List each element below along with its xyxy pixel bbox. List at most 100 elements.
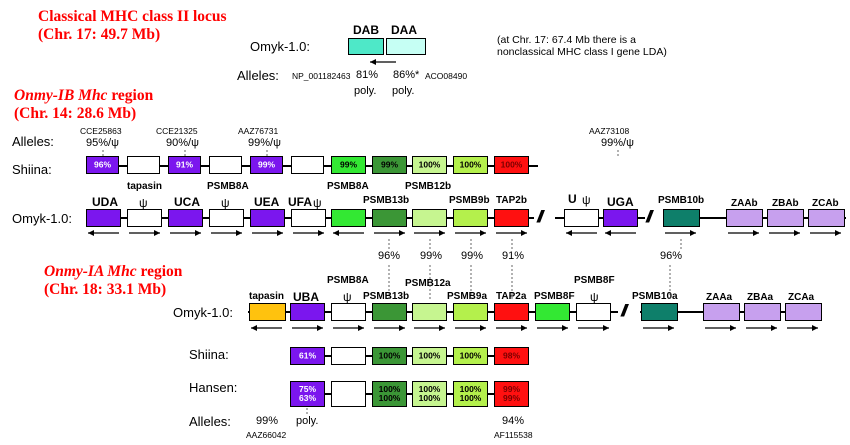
direction-arrow-22 <box>414 325 445 331</box>
ib-allele-val-uca: 90%/ψ <box>166 137 199 149</box>
ib-omyk-uea <box>250 209 285 227</box>
ib-gene-psmb8a-2: PSMB8A <box>327 181 369 192</box>
direction-arrow-7 <box>333 230 364 236</box>
classical-note-line2: nonclassical MHC class I gene LDA) <box>497 46 667 58</box>
ia-allele-tapasin-pct: 99% <box>256 415 279 427</box>
ib-omyk-psmb8a-pseudo <box>209 209 244 227</box>
ib-gene-tapasin: tapasin <box>127 181 163 192</box>
ib-title-italic: Onmy-IB Mhc <box>14 87 108 104</box>
ib-shiina-psmb12b: 100% <box>412 156 447 174</box>
ia-hansen-tap2a: 99%99% <box>494 381 529 407</box>
ia-omyk-uba <box>290 303 325 321</box>
ia-gene-psmb9a: PSMB9a <box>447 291 488 302</box>
ia-allele-tap2a-pct: 94% <box>502 415 525 427</box>
ib-gene-uea: UEA <box>254 195 280 209</box>
direction-arrow-9 <box>414 230 445 236</box>
ib-omyk-tapasin <box>127 209 162 227</box>
ia-omyk-psmb8a-pseudo <box>331 303 366 321</box>
ia-omyk-psmb8f-pseudo <box>576 303 611 321</box>
ib-gene-u: U <box>568 192 577 206</box>
ib-gene-ufa: UFA <box>288 195 312 209</box>
ia-allele-tapasin-acc: AAZ66042 <box>246 430 287 440</box>
ib-gene-ufa-psi: ψ <box>313 196 322 210</box>
ia-hansen-uba: 75%63% <box>290 381 325 407</box>
direction-arrow-0 <box>370 59 396 65</box>
direction-arrow-29 <box>746 325 777 331</box>
ib-gene-zbab: ZBAb <box>772 198 799 209</box>
identity-psmb12: 99% <box>420 250 443 262</box>
direction-arrow-3 <box>170 230 201 236</box>
direction-arrow-26 <box>578 325 609 331</box>
ia-allele-tap2a-acc: AF115538 <box>494 430 533 440</box>
direction-arrow-21 <box>374 325 405 331</box>
ia-omyk-zbaa <box>744 303 781 321</box>
ib-shiina-ufa <box>291 156 324 174</box>
ib-gene-zaab: ZAAb <box>731 198 758 209</box>
ia-hansen-psmb9a: 100%100% <box>453 381 488 407</box>
ia-omyk-psmb13b <box>372 303 407 321</box>
gene-dab-label: DAB <box>353 23 379 37</box>
direction-arrow-16 <box>769 230 800 236</box>
ib-omyk-u <box>564 209 599 227</box>
ib-omyk-label: Omyk-1.0: <box>12 211 72 226</box>
direction-arrow-10 <box>455 230 486 236</box>
ib-omyk-psmb13b <box>372 209 407 227</box>
ia-gene-psmb8f-2: PSMB8F <box>574 275 615 286</box>
classical-alleles-label: Alleles: <box>237 68 279 83</box>
ib-allele-val-uda: 95%/ψ <box>86 137 119 149</box>
direction-arrow-14 <box>665 230 696 236</box>
direction-arrow-12 <box>566 230 597 236</box>
ib-shiina-uea: 99% <box>250 156 283 174</box>
ia-shiina-psmb13b: 100% <box>372 347 407 365</box>
classical-title-line2: (Chr. 17: 49.7 Mb) <box>38 26 161 43</box>
ib-omyk-tap2b <box>494 209 529 227</box>
ia-gene-tap2a: TAP2a <box>496 291 527 302</box>
ia-hansen-psmb12a: 100%100% <box>412 381 447 407</box>
ib-shiina-psmb9b: 100% <box>453 156 488 174</box>
ib-shiina-uda: 96% <box>86 156 119 174</box>
dab-poly: poly. <box>354 85 377 97</box>
direction-arrow-19 <box>292 325 323 331</box>
ia-gene-zbaa: ZBAa <box>747 292 774 303</box>
ib-gene-zcab: ZCAb <box>812 198 839 209</box>
classical-omyk-label: Omyk-1.0: <box>250 39 310 54</box>
ia-omyk-psmb9a <box>453 303 488 321</box>
ia-gene-psmb12a: PSMB12a <box>405 278 451 289</box>
direction-arrow-18 <box>251 325 282 331</box>
classical-note-line1: (at Chr. 17: 67.4 Mb there is a <box>497 34 636 46</box>
ia-shiina-psmb8a-pseudo <box>331 347 366 365</box>
identity-psmb10: 96% <box>660 250 683 262</box>
ia-hansen-psmb13b: 100%100% <box>372 381 407 407</box>
direction-arrow-5 <box>252 230 283 236</box>
gene-daa-box <box>386 38 426 55</box>
daa-allele-pct: 86%* <box>393 69 420 81</box>
direction-arrow-23 <box>455 325 486 331</box>
ib-title-rest: region <box>107 87 154 104</box>
ib-omyk-uca <box>168 209 203 227</box>
ib-omyk-zcab <box>808 209 845 227</box>
ib-omyk-uga <box>603 209 638 227</box>
ia-title-line2: (Chr. 18: 33.1 Mb) <box>44 281 167 298</box>
direction-arrow-20 <box>333 325 364 331</box>
ia-gene-psmb13b: PSMB13b <box>363 291 410 302</box>
ib-gene-tap2b: TAP2b <box>496 195 527 206</box>
direction-arrow-2 <box>129 230 160 236</box>
identity-psmb13: 96% <box>378 250 401 262</box>
ia-omyk-psmb12a <box>412 303 447 321</box>
ib-gene-u-psi: ψ <box>582 193 591 207</box>
ib-omyk-uda <box>86 209 121 227</box>
ia-omyk-label: Omyk-1.0: <box>173 305 233 320</box>
ia-gene-psmb8a-psi: ψ <box>343 290 352 304</box>
identity-psmb9: 99% <box>461 250 484 262</box>
ib-gene-psmb10b: PSMB10b <box>658 195 705 206</box>
ia-alleles-label: Alleles: <box>189 414 231 429</box>
ia-allele-uba-poly: poly. <box>296 415 319 427</box>
direction-arrow-30 <box>787 325 818 331</box>
ib-title-line1: Onmy-IB Mhc region <box>14 88 153 104</box>
ib-gene-uga: UGA <box>607 195 634 209</box>
daa-poly: poly. <box>392 85 415 97</box>
ia-gene-tapasin: tapasin <box>249 291 285 302</box>
ib-title-line2: (Chr. 14: 28.6 Mb) <box>14 105 137 122</box>
ib-omyk-zbab <box>767 209 804 227</box>
